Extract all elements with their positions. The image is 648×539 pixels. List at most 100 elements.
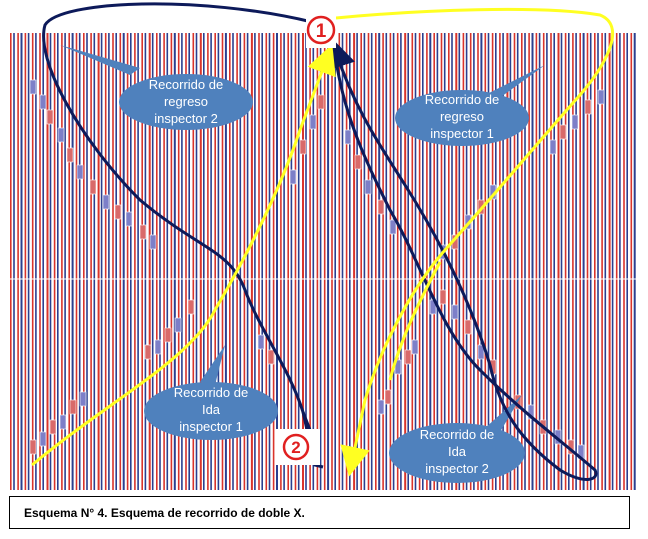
stripe xyxy=(170,33,173,490)
stripe xyxy=(148,33,151,490)
candle-marker xyxy=(597,89,605,105)
stripe xyxy=(426,33,428,490)
candle-marker xyxy=(149,234,157,250)
stripe xyxy=(287,33,289,490)
stripe xyxy=(71,33,74,490)
candle-marker xyxy=(384,389,392,405)
stripe xyxy=(400,33,402,490)
field-seam xyxy=(10,278,637,280)
candle-marker xyxy=(29,79,37,95)
stripe xyxy=(236,33,238,490)
stripe xyxy=(345,33,348,490)
stripe xyxy=(261,33,263,490)
stripe xyxy=(283,33,285,490)
inspector-2-route-path xyxy=(42,2,313,431)
stripe xyxy=(480,33,483,490)
stripe xyxy=(531,33,534,490)
stripe xyxy=(502,33,504,490)
stripe xyxy=(375,33,377,490)
candle-marker xyxy=(174,317,182,333)
stripe xyxy=(579,33,581,490)
inspector-1-route-path xyxy=(388,261,442,381)
stripe xyxy=(97,33,100,490)
candle-marker xyxy=(49,419,57,435)
stripe xyxy=(185,33,187,490)
stripe xyxy=(506,33,509,490)
stripe xyxy=(13,33,15,490)
stripe xyxy=(181,33,183,490)
stripe xyxy=(458,33,461,490)
candle-marker xyxy=(125,211,133,227)
stripe xyxy=(392,33,395,490)
stripe xyxy=(309,33,311,490)
stripe xyxy=(119,33,122,490)
stripe xyxy=(53,33,56,490)
stripe xyxy=(487,33,490,490)
stripe xyxy=(156,33,158,490)
stripe xyxy=(151,33,154,490)
stripe xyxy=(78,33,81,490)
candle-marker xyxy=(289,169,297,185)
stripe xyxy=(499,33,501,490)
stripe xyxy=(195,33,198,490)
stripe xyxy=(20,33,23,490)
stripe xyxy=(601,33,603,490)
stripe xyxy=(276,33,278,490)
stripe xyxy=(57,33,59,490)
candle-marker xyxy=(549,139,557,155)
stripe xyxy=(615,33,618,490)
candle-marker xyxy=(66,147,74,163)
stripe xyxy=(572,33,574,490)
candle-marker xyxy=(102,194,110,210)
stripe xyxy=(39,33,41,490)
stripe xyxy=(46,33,49,490)
stripe xyxy=(75,33,78,490)
stripe xyxy=(93,33,96,490)
stripe xyxy=(560,33,563,490)
stripe xyxy=(319,33,322,490)
stripe xyxy=(323,33,326,490)
candle-marker xyxy=(317,94,325,110)
stripe xyxy=(83,33,85,490)
stripe xyxy=(254,33,256,490)
stripe xyxy=(604,33,607,490)
candle-marker xyxy=(571,114,579,130)
candle-marker xyxy=(451,304,459,320)
stripe xyxy=(246,33,249,490)
stripe xyxy=(331,33,333,490)
stripe xyxy=(163,33,165,490)
stripe xyxy=(214,33,216,490)
stripe xyxy=(229,33,231,490)
stripe xyxy=(597,33,599,490)
candle-marker xyxy=(144,344,152,360)
stripe xyxy=(495,33,497,490)
inspector-2-route-path xyxy=(326,37,598,481)
callout-label: regreso xyxy=(164,94,208,109)
candle-marker xyxy=(389,219,397,235)
stripe xyxy=(484,33,487,490)
stripe xyxy=(469,33,472,490)
candle-marker xyxy=(257,334,265,350)
candle-marker xyxy=(364,179,372,195)
callout-regreso-inspector-2: Recorrido de regreso inspector 2 xyxy=(60,45,253,130)
stripe xyxy=(619,33,621,490)
stripe xyxy=(137,33,139,490)
stripe xyxy=(210,33,212,490)
stripe xyxy=(115,33,117,490)
stripe xyxy=(159,33,161,490)
stripe xyxy=(243,33,246,490)
stripe xyxy=(17,33,19,490)
stripe xyxy=(353,33,356,490)
stripe xyxy=(173,33,176,490)
stripe xyxy=(429,33,432,490)
stripe xyxy=(134,33,136,490)
marker-number: 1 xyxy=(316,21,327,42)
callout-label: Recorrido de xyxy=(174,385,248,400)
stripe xyxy=(305,33,307,490)
stripe xyxy=(516,33,519,490)
candle-marker xyxy=(164,327,172,343)
callout-label: Recorrido de xyxy=(149,77,223,92)
candle-marker xyxy=(559,124,567,140)
stripe xyxy=(90,33,92,490)
candle-marker xyxy=(354,154,362,170)
